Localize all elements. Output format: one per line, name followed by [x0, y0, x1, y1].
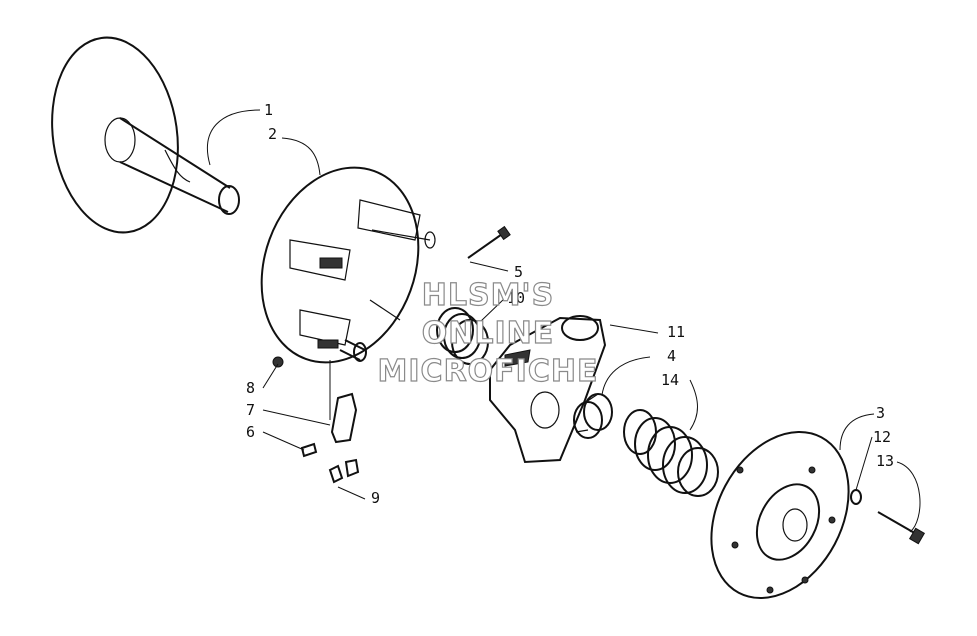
callout-1: 1 [264, 101, 273, 119]
bolt-5 [467, 225, 511, 259]
washer-stack-10 [436, 307, 489, 365]
cover-plate-3 [710, 431, 850, 599]
callout-labels: 1 2 5 10 11 4 14 8 7 6 9 3 12 13 [246, 101, 894, 507]
pin-6 [300, 442, 318, 458]
watermark: HLSM'S ONLINE MICROFICHE [377, 277, 599, 389]
leader-lines [206, 109, 921, 533]
spider-plate [260, 166, 436, 364]
callout-5: 5 [514, 263, 523, 281]
washer-12 [850, 489, 862, 505]
callout-12: 12 [873, 428, 891, 446]
cam-housing-11 [489, 315, 607, 464]
watermark-line-1: HLSM'S [422, 278, 554, 313]
callout-10: 10 [507, 289, 525, 307]
callout-9: 9 [371, 489, 380, 507]
spring-14 [623, 409, 719, 497]
clip-9 [328, 458, 360, 484]
callout-7: 7 [246, 401, 255, 419]
sheave-disc-with-shaft [51, 36, 240, 234]
bolt-13 [877, 511, 926, 545]
callout-14: 14 [661, 371, 679, 389]
callout-6: 6 [246, 423, 255, 441]
callout-3: 3 [876, 404, 885, 422]
watermark-line-2: ONLINE [422, 316, 555, 351]
callout-2: 2 [268, 125, 277, 143]
callout-11: 11 [667, 323, 685, 341]
callout-8: 8 [246, 379, 255, 397]
callout-4: 4 [667, 347, 676, 365]
watermark-line-3: MICROFICHE [378, 354, 599, 389]
callout-13: 13 [876, 452, 894, 470]
bushing-4 [573, 393, 613, 439]
nut-8 [272, 356, 284, 368]
arm-7 [330, 392, 358, 444]
